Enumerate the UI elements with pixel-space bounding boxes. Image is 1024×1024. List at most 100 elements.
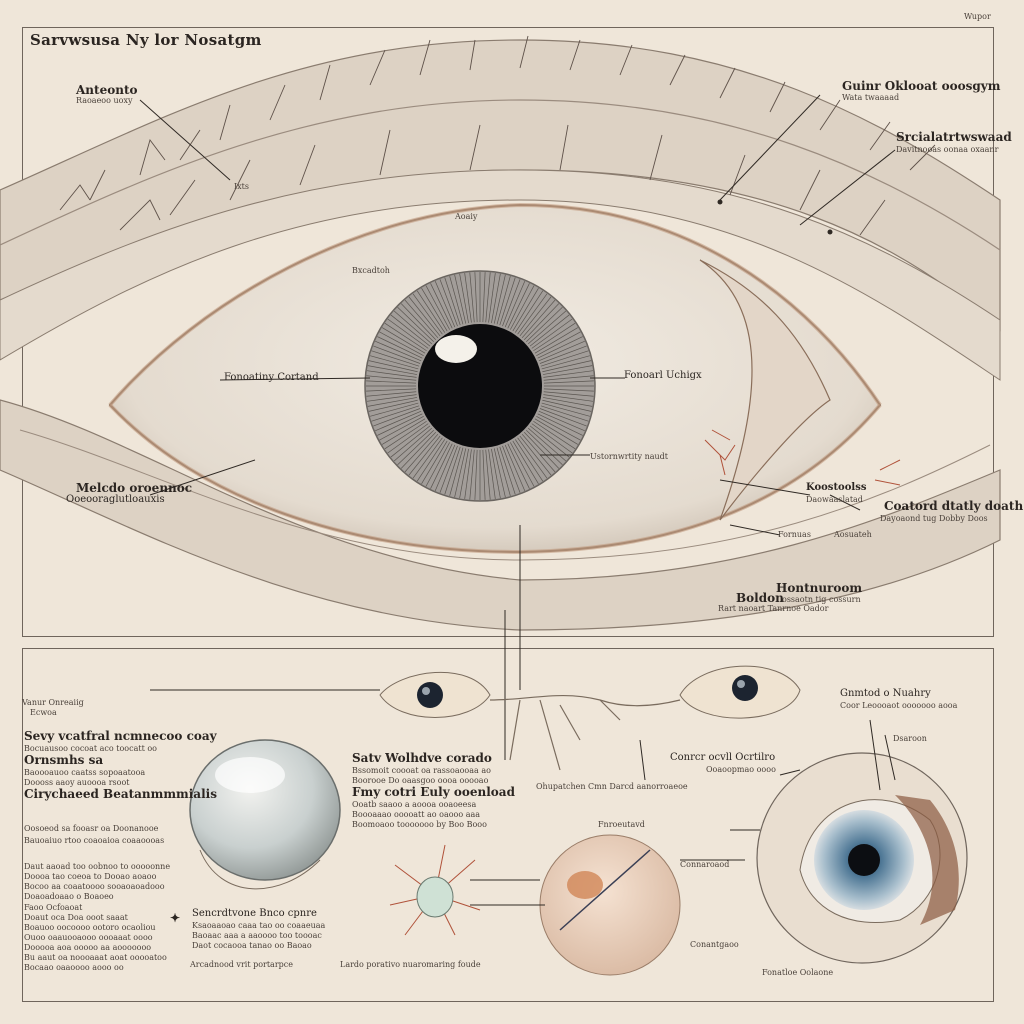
iris-striation — [534, 418, 579, 445]
label-right-mid-1-title: Koostoolss — [806, 482, 867, 493]
retina-vessel-bulb — [389, 844, 481, 936]
center-right-sub: Ooaoopmao oooo — [706, 765, 776, 774]
iris-striation — [485, 272, 491, 323]
iris-striation — [430, 443, 453, 489]
label-eye-small-2: Bxcadtoh — [352, 266, 390, 275]
iris-striation — [384, 322, 427, 352]
iris-striation — [425, 442, 450, 487]
lower-left-tag-title: Vanur Onreaiig — [22, 698, 84, 707]
lower-left-para-3-0: Faoo Ocfoaoat — [24, 903, 83, 912]
iris-striation — [366, 380, 417, 384]
iris-striation — [502, 445, 521, 493]
iris-striation — [367, 365, 418, 375]
iris-striation — [464, 449, 472, 500]
iris-striation — [491, 273, 501, 324]
lower-left-para-3-6: Bocaao oaaoooo aooo oo — [24, 963, 124, 972]
lower-right-label-2: Dsaroon — [893, 734, 927, 743]
iris-striation — [529, 425, 570, 458]
iris-striation — [390, 425, 431, 458]
iris-striation — [526, 429, 563, 466]
iris-striation — [543, 380, 594, 384]
iris-striation — [430, 283, 453, 329]
iris-striation — [507, 283, 530, 329]
iris-striation — [377, 413, 423, 436]
iris-striation — [485, 449, 491, 500]
center-sub-1: Boorooe Do oaasgoo oooa ooooao — [352, 776, 489, 785]
iris-striation — [373, 408, 421, 427]
iris-striation — [370, 402, 419, 417]
iris-striation — [408, 435, 441, 476]
iris-striation — [421, 440, 448, 485]
label-eye-small-3: Aoaiy — [455, 212, 478, 221]
iris-striation — [527, 427, 567, 462]
iris-striation — [540, 405, 589, 422]
iris-striation — [366, 388, 417, 392]
star-marker: ✦ — [170, 911, 181, 925]
iris-striation — [531, 318, 573, 349]
label-top-left-title: Anteonto — [76, 83, 138, 97]
iris-striation — [474, 449, 478, 500]
peach-ball — [539, 834, 681, 976]
iris-striation — [488, 449, 496, 500]
iris-striation — [373, 345, 421, 364]
lower-left-para-2-0: Daut aaoad too oobnoo to ooooonne — [24, 862, 171, 871]
pupil-highlight — [435, 335, 477, 363]
blue-eye-diagram — [756, 752, 968, 964]
label-right-mid-4: Aosuateh — [834, 530, 872, 539]
lower-center-label-5: Connaroaod — [680, 860, 730, 869]
iris-striation — [439, 445, 458, 493]
iris-striation — [521, 433, 556, 473]
lower-left-sub-line-0: Baoooauoo caatss sopoaatooa — [24, 768, 146, 777]
iris-striation — [397, 429, 434, 466]
iris-striation — [454, 274, 467, 324]
iris-striation — [404, 299, 439, 339]
iris-striation — [533, 322, 576, 352]
lower-center-label-3: Arcadnood vrit portarpce — [190, 960, 293, 969]
lower-center-label-2-sub-1: Baoaac aaa a aaoooo too toooac — [192, 931, 322, 940]
iris-striation — [542, 399, 592, 412]
iris-striation — [533, 420, 576, 450]
iris-striation — [400, 303, 437, 340]
iris-striation — [377, 336, 423, 359]
iris-striation — [379, 331, 424, 356]
iris-striation — [537, 413, 583, 436]
caruncle — [699, 259, 831, 521]
center-para-1: Boooaaao ooooatt ao oaooo aaa — [352, 810, 481, 819]
label-right-lower-sub1: ossaotn tig cossurn — [782, 595, 861, 604]
label-left-mid-sub: Ooeooraglutloauxis — [66, 494, 165, 505]
iris-striation — [493, 448, 506, 498]
iris-striation — [491, 448, 501, 499]
iris-striation — [499, 277, 516, 326]
iris-striation — [488, 272, 496, 323]
lower-left-para-3-2: Boauoo oocoooo ootoro ocaoliou — [24, 923, 156, 932]
iris-striation — [474, 272, 478, 323]
lower-right-sub: Coor Leoooaot ooooooo aooa — [840, 701, 958, 710]
iris-striation — [449, 447, 464, 496]
corner-label: Wupor — [964, 12, 991, 21]
lower-leader-lines — [150, 689, 896, 906]
iris-striation — [425, 285, 450, 330]
lower-center-label-4: Lardo porativo nuaromaring foude — [340, 960, 481, 969]
iris-striation — [393, 310, 433, 345]
iris-striation — [375, 340, 422, 362]
iris-striation — [539, 345, 587, 364]
iris-striation — [543, 391, 594, 397]
iris-striation — [542, 365, 593, 375]
iris-striation — [543, 388, 594, 392]
center-heading: Satv Wolhdve corado — [352, 751, 492, 765]
iris-striation — [526, 306, 563, 343]
iris-striation — [527, 310, 567, 345]
label-right-lower-title: Hontnuroom — [776, 581, 863, 595]
nerve-accents — [704, 429, 901, 486]
upper-leader-lines — [139, 94, 896, 760]
label-right-lower-head: Boldon — [736, 591, 784, 605]
iris-striation — [416, 290, 446, 333]
iris-striation — [381, 418, 426, 445]
iris-striation — [539, 408, 587, 427]
iris-striation — [519, 435, 552, 476]
label-top-left-sub: Raoaeoo uoxy — [76, 96, 133, 105]
label-cornea: Fonoatiny Cortand — [224, 372, 319, 383]
label-right-mid-1-sub: Daowaaslatad — [806, 495, 863, 504]
lower-left-para-2-2: Bocoo aa coaatoooo sooaoaoadooo — [24, 882, 165, 891]
